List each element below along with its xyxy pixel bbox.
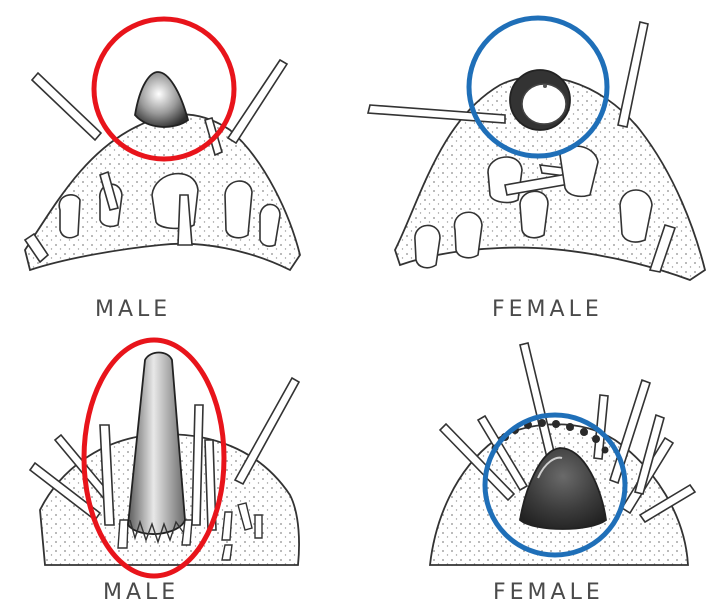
label-male-top: MALE — [95, 297, 171, 322]
male-antenna-tip-bottom — [30, 353, 299, 566]
female-antenna-tip-top — [368, 22, 705, 280]
male-knob-sensillum — [135, 72, 188, 127]
male-antenna-tip-top — [25, 60, 300, 270]
label-female-top: FEMALE — [492, 297, 603, 322]
label-female-bottom: FEMALE — [493, 580, 604, 605]
male-cone-sensillum — [128, 353, 185, 535]
female-antenna-tip-bottom — [430, 343, 695, 565]
label-male-bottom: MALE — [103, 580, 179, 605]
female-pit-sensillum — [510, 70, 570, 130]
